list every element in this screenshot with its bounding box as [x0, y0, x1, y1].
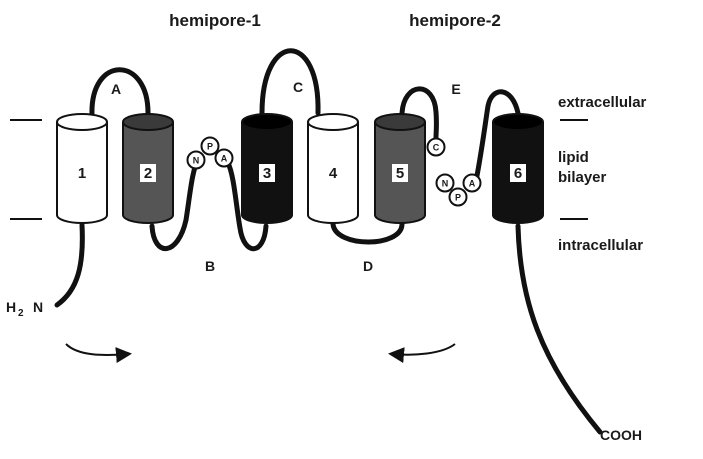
extracellular-label: extracellular — [558, 94, 647, 111]
orientation-arrow-right — [388, 343, 456, 364]
helix-4-label: 4 — [329, 165, 338, 182]
motif1-residue-a: A — [221, 154, 228, 164]
loop-d-label: D — [363, 258, 373, 274]
loop-d — [330, 221, 405, 245]
motif2-residue-c: C — [433, 143, 440, 153]
motif2-residue-n: N — [442, 179, 449, 189]
loop-e-label: E — [451, 81, 460, 97]
intracellular-label: intracellular — [558, 237, 643, 254]
loop-b — [149, 157, 269, 252]
loop-c-label: C — [293, 79, 303, 95]
n-terminus-h: H — [6, 299, 16, 315]
c-terminal-tail — [515, 223, 603, 435]
loop-b-label: B — [205, 258, 215, 274]
helix-6-label: 6 — [514, 165, 522, 182]
helix-5-label: 5 — [396, 165, 404, 182]
hemipore-2-title: hemipore-2 — [409, 11, 501, 30]
helix-5: 5 — [374, 113, 426, 224]
helix-3-label: 3 — [263, 165, 271, 182]
c-terminus-label: COOH — [600, 427, 642, 443]
hemipore-1-title: hemipore-1 — [169, 11, 261, 30]
helix-3: 3 — [241, 113, 293, 224]
motif1-residue-p: P — [207, 142, 213, 152]
helix-2: 2 — [122, 113, 174, 224]
n-terminus-label: H 2 N — [6, 299, 43, 319]
n-terminus-n: N — [33, 299, 43, 315]
loop-a-label: A — [111, 81, 121, 97]
loop-e — [399, 86, 521, 184]
helix-2-label: 2 — [144, 165, 152, 182]
helix-4: 4 — [307, 113, 359, 224]
motif2-residue-p: P — [455, 193, 461, 203]
lipid-label: lipid — [558, 149, 589, 166]
motif2-residue-a: A — [469, 179, 476, 189]
helix-1-label: 1 — [78, 165, 86, 182]
n-terminal-tail — [54, 222, 85, 308]
bilayer-label: bilayer — [558, 169, 607, 186]
helix-6: 6 — [492, 113, 544, 224]
orientation-arrow-left — [65, 343, 132, 363]
polypeptide-chain — [54, 48, 603, 435]
n-terminus-subscript: 2 — [18, 308, 24, 319]
loop-c — [259, 48, 321, 116]
loop-a — [89, 67, 151, 118]
npa-motif-2: C N P A — [426, 137, 482, 207]
helix-1: 1 — [56, 113, 108, 224]
motif1-residue-n: N — [193, 156, 200, 166]
npa-motif-1: N P A — [186, 136, 234, 170]
